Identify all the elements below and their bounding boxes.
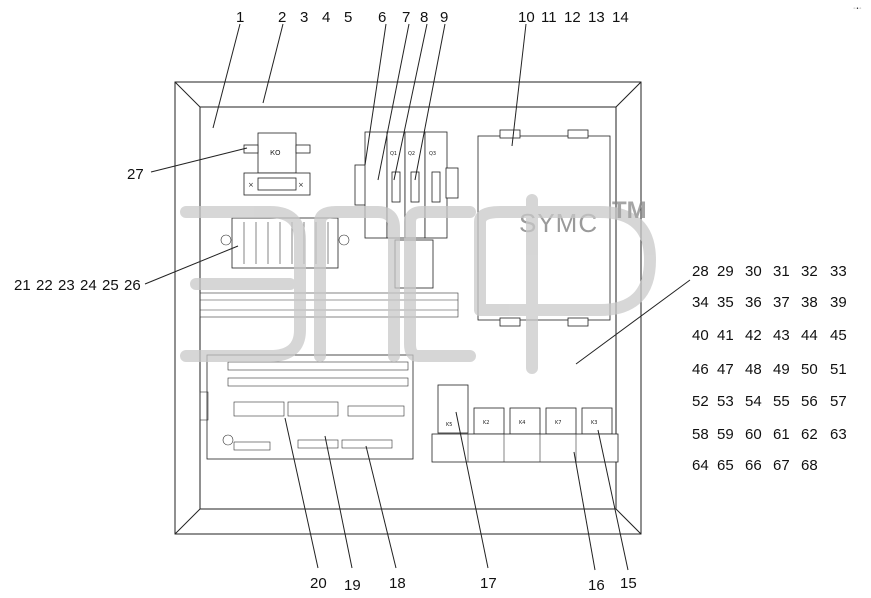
- watermark-tm: TM: [612, 197, 647, 224]
- leaders-top: [212, 23, 527, 181]
- callout-60: 60: [745, 426, 762, 443]
- callout-7: 7: [402, 9, 410, 26]
- callout-30: 30: [745, 263, 762, 280]
- ko-contactor: КО × ×: [243, 132, 311, 196]
- callout-3: 3: [300, 9, 308, 26]
- leaders-bottom: [284, 411, 629, 571]
- relay-k2-label: K2: [483, 420, 489, 426]
- callout-20: 20: [310, 575, 327, 592]
- callout-66: 66: [745, 457, 762, 474]
- callout-41: 41: [717, 327, 734, 344]
- callout-53: 53: [717, 393, 734, 410]
- callout-14: 14: [612, 9, 629, 26]
- callout-11: 11: [541, 9, 557, 26]
- callout-5: 5: [344, 9, 352, 26]
- callout-9: 9: [440, 9, 448, 26]
- leader-grid: [575, 279, 691, 365]
- callout-15: 15: [620, 575, 637, 592]
- callout-38: 38: [801, 294, 818, 311]
- callout-34: 34: [692, 294, 709, 311]
- callouts-left-row: 21 22 23 24 25 26: [14, 277, 141, 294]
- callout-45: 45: [830, 327, 847, 344]
- q1-label: Q1: [390, 151, 397, 157]
- relay-k3-label: K3: [591, 420, 597, 426]
- relay-k4-label: K4: [519, 420, 525, 426]
- callout-27: 27: [127, 166, 144, 183]
- callout-64: 64: [692, 457, 709, 474]
- svg-text:×: ×: [248, 181, 254, 189]
- callout-19: 19: [344, 577, 361, 594]
- watermark-logo: TM: [180, 194, 656, 374]
- callout-56: 56: [801, 393, 818, 410]
- callout-59: 59: [717, 426, 734, 443]
- callout-68: 68: [801, 457, 818, 474]
- callout-55: 55: [773, 393, 790, 410]
- callout-23: 23: [58, 277, 75, 294]
- transformer: SYMC: [477, 129, 611, 327]
- callout-43: 43: [773, 327, 790, 344]
- callout-12: 12: [564, 9, 581, 26]
- callout-22: 22: [36, 277, 53, 294]
- callout-4: 4: [322, 9, 330, 26]
- callout-25: 25: [102, 277, 119, 294]
- leader-27: [150, 147, 248, 173]
- callout-32: 32: [801, 263, 818, 280]
- callout-26: 26: [124, 277, 141, 294]
- callout-40: 40: [692, 327, 709, 344]
- callout-39: 39: [830, 294, 847, 311]
- callout-44: 44: [801, 327, 818, 344]
- callout-50: 50: [801, 361, 818, 378]
- callout-63: 63: [830, 426, 847, 443]
- control-board: [199, 354, 414, 460]
- callout-47: 47: [717, 361, 734, 378]
- corner-mark: ◦•◦: [853, 6, 862, 12]
- callout-54: 54: [745, 393, 762, 410]
- callout-1: 1: [236, 9, 244, 26]
- callout-42: 42: [745, 327, 762, 344]
- relay-k7-label: K7: [555, 420, 561, 426]
- callout-62: 62: [801, 426, 818, 443]
- relay-block: K5 K2 K4 K7 K3: [431, 384, 619, 463]
- callout-65: 65: [717, 457, 734, 474]
- callout-6: 6: [378, 9, 386, 26]
- callout-31: 31: [773, 263, 790, 280]
- callout-52: 52: [692, 393, 709, 410]
- callout-18: 18: [389, 575, 406, 592]
- callout-57: 57: [830, 393, 847, 410]
- callout-29: 29: [717, 263, 734, 280]
- callout-46: 46: [692, 361, 709, 378]
- callout-28: 28: [692, 263, 709, 280]
- q2-label: Q2: [408, 151, 415, 157]
- callout-10: 10: [518, 9, 535, 26]
- callout-13: 13: [588, 9, 605, 26]
- callouts-bottom: 20 19 18 17 16 15: [310, 575, 637, 594]
- callout-35: 35: [717, 294, 734, 311]
- relay-k5-label: K5: [446, 422, 452, 428]
- callout-67: 67: [773, 457, 790, 474]
- svg-text:×: ×: [298, 181, 304, 189]
- din-rails: [199, 292, 459, 318]
- callout-33: 33: [830, 263, 847, 280]
- callouts-grid: 28 29 30 31 32 33 34 35 36 37 38 39 40 41 42 43 44 45 46 47…: [692, 263, 847, 474]
- callout-16: 16: [588, 577, 605, 594]
- callout-37: 37: [773, 294, 790, 311]
- callout-17: 17: [480, 575, 497, 592]
- ko-label: КО: [270, 149, 281, 157]
- callout-2: 2: [278, 9, 286, 26]
- callout-24: 24: [80, 277, 97, 294]
- callout-21: 21: [14, 277, 31, 294]
- callout-49: 49: [773, 361, 790, 378]
- callout-8: 8: [420, 9, 428, 26]
- callout-61: 61: [773, 426, 790, 443]
- callout-48: 48: [745, 361, 762, 378]
- leader-left: [144, 245, 239, 285]
- callout-51: 51: [830, 361, 847, 378]
- callout-36: 36: [745, 294, 762, 311]
- q3-label: Q3: [429, 151, 436, 157]
- callout-58: 58: [692, 426, 709, 443]
